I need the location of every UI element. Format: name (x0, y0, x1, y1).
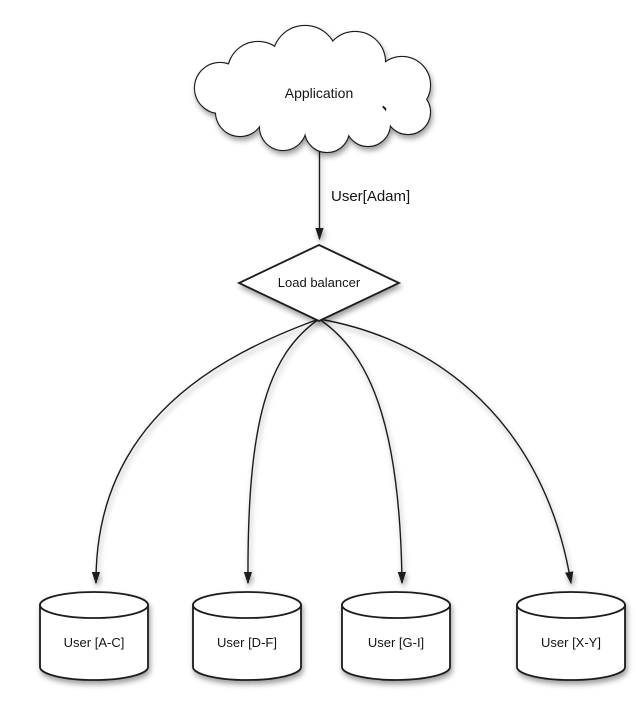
application-label: Application (285, 85, 354, 101)
edge-lb-to-shard-4 (318, 318, 574, 585)
cylinder-body (341, 604, 451, 681)
cloud-fill (242, 57, 386, 133)
database-cylinder (341, 591, 451, 681)
edge-lb-to-shard-3 (318, 318, 407, 585)
cylinder-body (516, 604, 626, 681)
edge-layer (91, 148, 574, 585)
edge-lb-to-shard-1 (91, 318, 320, 585)
cylinder-top (341, 591, 451, 619)
load-balancer-diamond (236, 244, 402, 322)
request-edge-label: User[Adam] (331, 188, 410, 205)
load-balancer-shape (236, 244, 402, 322)
application-cloud-shape (193, 24, 432, 154)
database-cylinder (39, 591, 149, 681)
database-cylinder (516, 591, 626, 681)
cloud-fill (195, 63, 245, 113)
database-label: User [G-I] (368, 635, 424, 650)
cylinder-top (192, 591, 302, 619)
database-label: User [D-F] (217, 635, 277, 650)
database-label: User [A-C] (64, 635, 125, 650)
cylinder-top (516, 591, 626, 619)
cylinder-body (39, 604, 149, 681)
shard-layer (39, 591, 626, 681)
database-cylinder (192, 591, 302, 681)
edge-lb-to-shard-2 (243, 318, 320, 585)
cloud-fill (386, 90, 430, 134)
cylinder-top (39, 591, 149, 619)
database-label: User [X-Y] (541, 635, 601, 650)
load-balancer-label: Load balancer (278, 275, 361, 290)
cylinder-body (192, 604, 302, 681)
